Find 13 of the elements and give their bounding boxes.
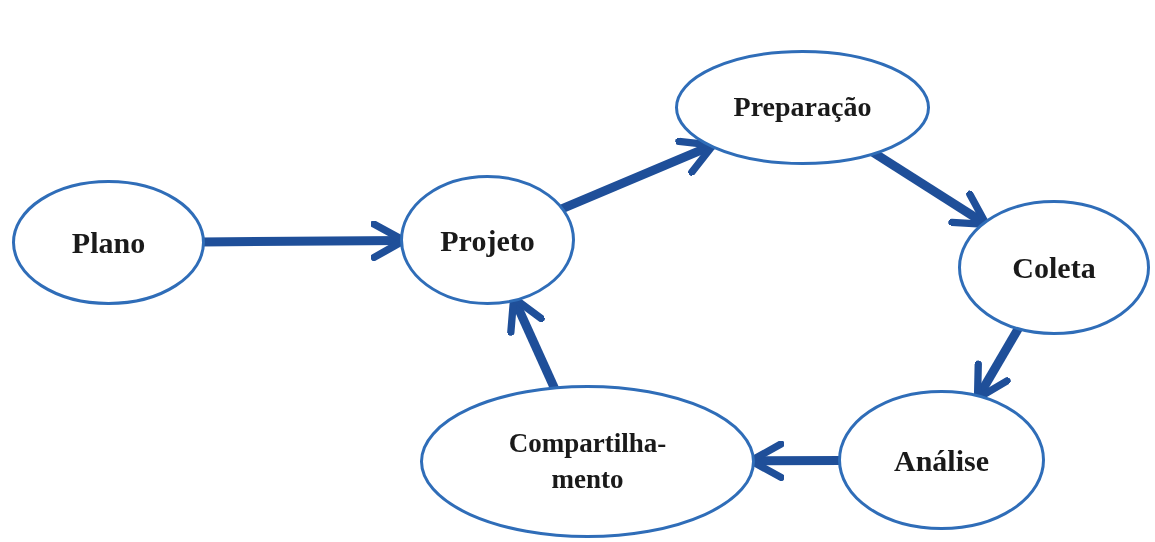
process-ellipse [675, 50, 930, 165]
node-label: Análise [894, 442, 989, 479]
node-label: Plano [71, 225, 146, 261]
process-ellipse [400, 175, 575, 305]
node-label: Preparação [733, 90, 872, 125]
process-ellipse [420, 385, 755, 538]
process-ellipse [838, 390, 1045, 530]
process-ellipse [958, 200, 1150, 335]
node-label: Coleta [1012, 250, 1096, 286]
process-ellipse [12, 180, 205, 305]
node-label: Compartilha- mento [507, 427, 668, 496]
arrow [558, 137, 717, 214]
node-label: Projeto [440, 222, 535, 259]
